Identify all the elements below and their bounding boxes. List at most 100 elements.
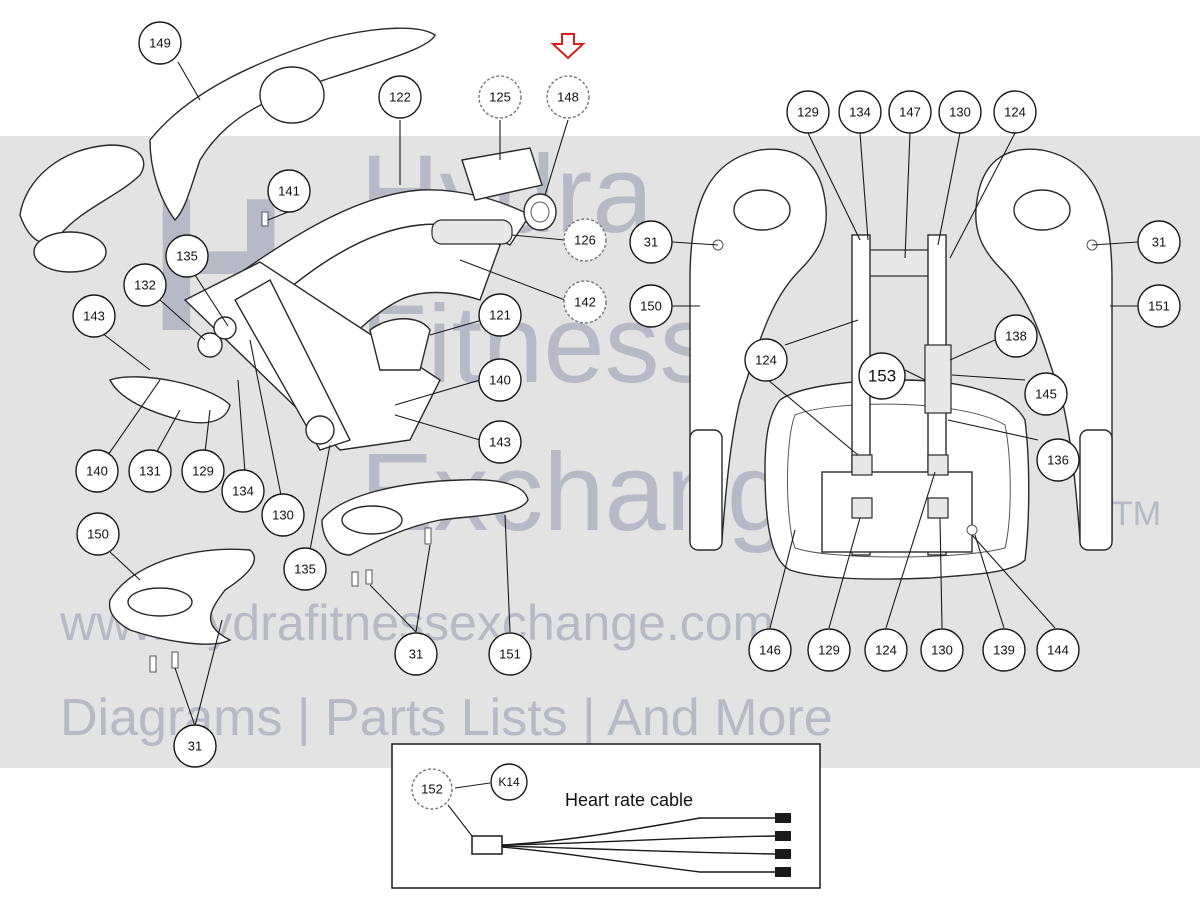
svg-text:142: 142 (574, 295, 596, 310)
cable-wire-2 (501, 835, 776, 846)
svg-text:122: 122 (389, 90, 411, 105)
heart-rate-cable-inset: 152 K14 Heart rate cable (391, 743, 821, 889)
callout-143-upper[interactable]: 143 (72, 294, 116, 338)
svg-text:31: 31 (644, 235, 658, 250)
callout-129[interactable]: 129 (181, 449, 225, 493)
callout-130[interactable]: 130 (261, 493, 305, 537)
part-125-sleeve (461, 147, 543, 201)
callout-130-top[interactable]: 130 (938, 90, 982, 134)
callout-121[interactable]: 121 (478, 293, 522, 337)
callout-124-mid[interactable]: 124 (744, 338, 788, 382)
callout-149[interactable]: 149 (138, 21, 182, 65)
part-151-cup (341, 505, 403, 535)
callout-134-top[interactable]: 134 (838, 90, 882, 134)
svg-text:31: 31 (1152, 235, 1166, 250)
callout-139[interactable]: 139 (982, 628, 1026, 672)
cable-plug-3-icon (775, 849, 791, 859)
svg-text:130: 130 (931, 643, 953, 658)
callout-31-right-frame[interactable]: 31 (1137, 220, 1181, 264)
callout-141[interactable]: 141 (267, 169, 311, 213)
part-121-clamp (369, 318, 431, 371)
part-147-plate (859, 249, 941, 277)
part-left-cup (33, 231, 107, 273)
callout-31-right[interactable]: 31 (394, 632, 438, 676)
callout-134[interactable]: 134 (221, 469, 265, 513)
kit-label-k14[interactable]: K14 (490, 763, 528, 801)
callout-130-bottom[interactable]: 130 (920, 628, 964, 672)
callout-144[interactable]: 144 (1036, 628, 1080, 672)
svg-text:138: 138 (1005, 329, 1027, 344)
part-153-sensor (924, 344, 952, 414)
cable-connector-icon (471, 835, 503, 855)
callout-129-top[interactable]: 129 (786, 90, 830, 134)
callout-145[interactable]: 145 (1024, 372, 1068, 416)
callout-147[interactable]: 147 (888, 90, 932, 134)
svg-text:150: 150 (87, 527, 109, 542)
callout-124-top[interactable]: 124 (993, 90, 1037, 134)
part-131-plate (109, 376, 231, 424)
part-screw-141 (261, 211, 269, 227)
right-assembly-view (689, 148, 1113, 580)
red-down-arrow-icon (550, 33, 586, 60)
part-screw-31b (171, 651, 179, 669)
left-exploded-view (19, 27, 557, 673)
cable-leader (447, 804, 473, 837)
part-bearing-135 (213, 316, 237, 340)
callout-124-bottom[interactable]: 124 (864, 628, 908, 672)
svg-text:144: 144 (1047, 643, 1069, 658)
callout-146[interactable]: 146 (748, 628, 792, 672)
callout-140-right[interactable]: 140 (478, 358, 522, 402)
callout-143-lower[interactable]: 143 (478, 420, 522, 464)
callout-125[interactable]: 125 (478, 75, 522, 119)
part-lower-bracket (821, 471, 973, 553)
callout-129-bottom[interactable]: 129 (807, 628, 851, 672)
callout-152[interactable]: 152 (411, 768, 453, 810)
svg-text:129: 129 (818, 643, 840, 658)
svg-text:130: 130 (949, 105, 971, 120)
svg-text:121: 121 (489, 308, 511, 323)
left-leaders (101, 61, 569, 727)
svg-text:145: 145 (1035, 387, 1057, 402)
callout-150-frame[interactable]: 150 (629, 284, 673, 328)
svg-text:124: 124 (1004, 105, 1026, 120)
callout-126[interactable]: 126 (563, 218, 607, 262)
part-148-bore (530, 201, 550, 223)
part-150-grip-assembly (689, 429, 723, 551)
svg-text:134: 134 (849, 105, 871, 120)
callout-135-upper[interactable]: 135 (165, 234, 209, 278)
part-screw-31c (351, 571, 359, 587)
callout-148[interactable]: 148 (546, 75, 590, 119)
svg-text:150: 150 (640, 299, 662, 314)
callout-138[interactable]: 138 (994, 314, 1038, 358)
part-151-handle (321, 478, 529, 556)
svg-text:148: 148 (557, 90, 579, 105)
inset-title: Heart rate cable (565, 790, 693, 810)
part-pivot-bearing (305, 415, 335, 445)
svg-text:135: 135 (294, 562, 316, 577)
svg-text:129: 129 (797, 105, 819, 120)
callout-132[interactable]: 132 (123, 263, 167, 307)
callout-151-frame[interactable]: 151 (1137, 284, 1181, 328)
svg-text:141: 141 (278, 184, 300, 199)
part-151-cup-assembly (1013, 189, 1071, 231)
callout-140-left[interactable]: 140 (75, 449, 119, 493)
callout-122[interactable]: 122 (378, 75, 422, 119)
right-leaders (671, 132, 1139, 629)
callout-31-left[interactable]: 31 (173, 724, 217, 768)
svg-text:140: 140 (86, 464, 108, 479)
callout-142[interactable]: 142 (563, 280, 607, 324)
svg-text:130: 130 (272, 508, 294, 523)
part-150-cup-assembly (733, 189, 791, 231)
svg-text:31: 31 (188, 739, 202, 754)
callout-136[interactable]: 136 (1036, 438, 1080, 482)
svg-text:K14: K14 (498, 775, 520, 789)
svg-text:131: 131 (139, 464, 161, 479)
callout-135-lower[interactable]: 135 (283, 547, 327, 591)
callout-150[interactable]: 150 (76, 512, 120, 556)
svg-text:146: 146 (759, 643, 781, 658)
watermark-trademark: TM (1112, 495, 1161, 533)
callout-131[interactable]: 131 (128, 449, 172, 493)
callout-151[interactable]: 151 (488, 632, 532, 676)
callout-31-left-frame[interactable]: 31 (629, 220, 673, 264)
callout-153[interactable]: 153 (858, 352, 906, 400)
